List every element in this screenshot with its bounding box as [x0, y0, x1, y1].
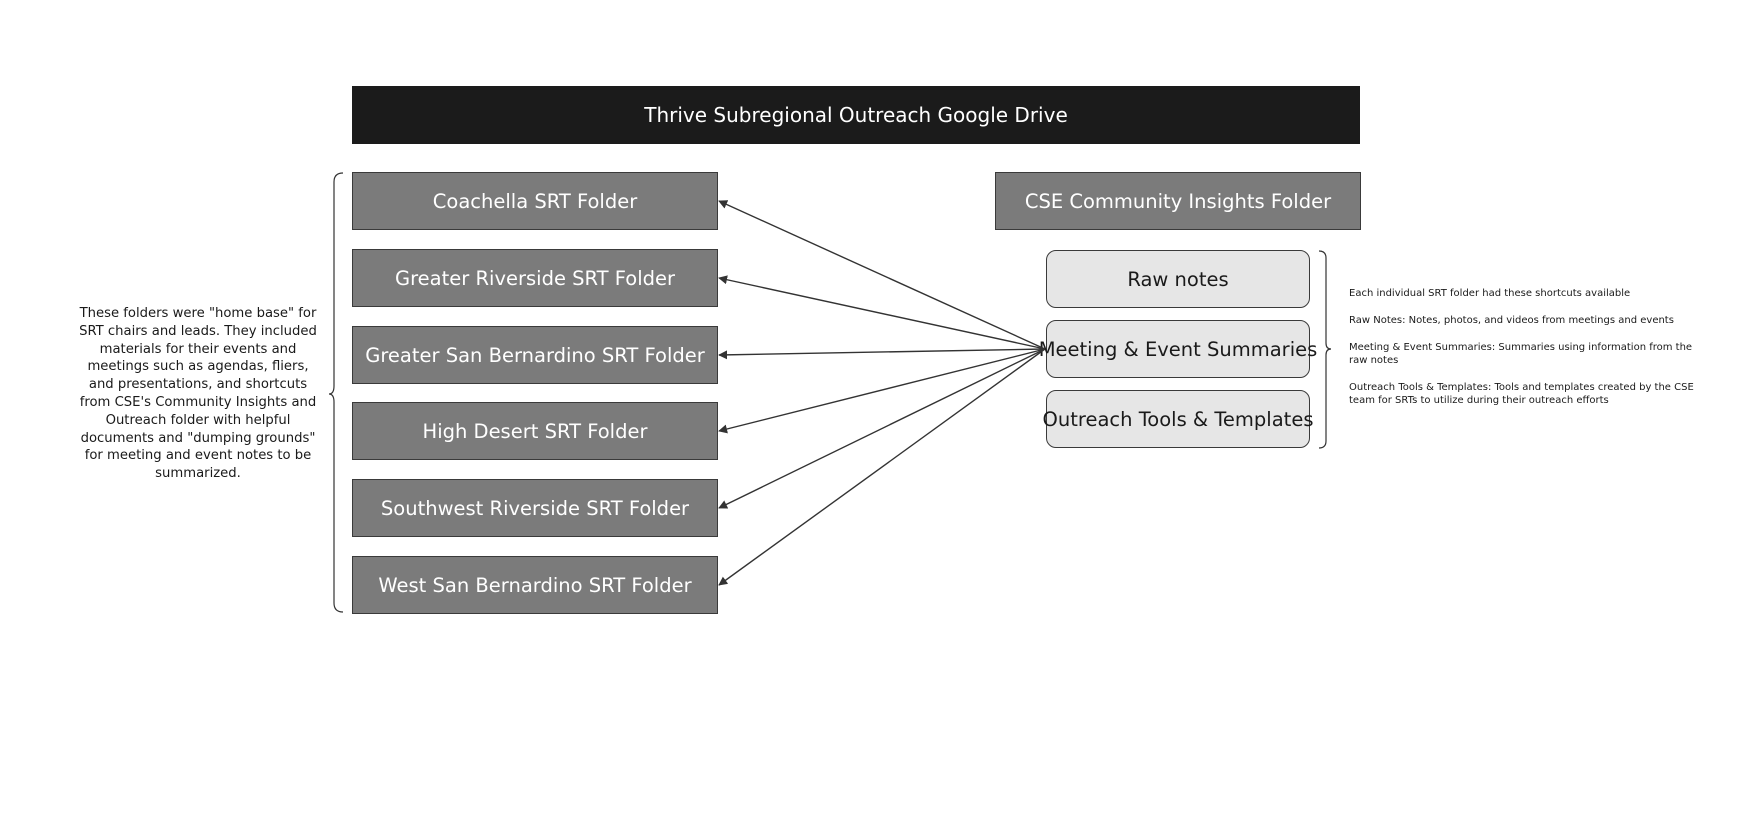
- folder-southwest-riverside[interactable]: Southwest Riverside SRT Folder: [352, 479, 718, 537]
- shortcuts-brace: [1318, 250, 1332, 449]
- shortcut-raw-notes[interactable]: Raw notes: [1046, 250, 1310, 308]
- drive-title: Thrive Subregional Outreach Google Drive: [352, 86, 1360, 144]
- arrow-to-southwest-riverside: [718, 348, 1046, 509]
- shortcuts-description: Each individual SRT folder had these sho…: [1349, 287, 1694, 421]
- arrow-to-greater-riverside: [718, 275, 1046, 350]
- folder-greater-san-bernardino[interactable]: Greater San Bernardino SRT Folder: [352, 326, 718, 384]
- folder-west-san-bernardino[interactable]: West San Bernardino SRT Folder: [352, 556, 718, 614]
- srt-folders-description: These folders were "home base" for SRT c…: [79, 306, 317, 482]
- folder-high-desert[interactable]: High Desert SRT Folder: [352, 402, 718, 460]
- folder-coachella[interactable]: Coachella SRT Folder: [352, 172, 718, 230]
- folder-cse-community-insights[interactable]: CSE Community Insights Folder: [995, 172, 1361, 230]
- shortcuts-note-raw-notes: Raw Notes: Notes, photos, and videos fro…: [1349, 315, 1674, 326]
- shortcuts-note-intro: Each individual SRT folder had these sho…: [1349, 288, 1631, 299]
- arrow-to-greater-san-bernardino: [718, 348, 1046, 360]
- shortcut-outreach-tools-templates[interactable]: Outreach Tools & Templates: [1043, 390, 1313, 448]
- arrow-to-high-desert: [718, 348, 1046, 434]
- arrow-to-west-san-bernardino: [718, 348, 1046, 586]
- shortcuts-note-summaries: Meeting & Event Summaries: Summaries usi…: [1349, 342, 1693, 366]
- srt-folders-brace: [328, 172, 344, 613]
- shortcut-meeting-event-summaries[interactable]: Meeting & Event Summaries: [1039, 320, 1317, 378]
- folder-greater-riverside[interactable]: Greater Riverside SRT Folder: [352, 249, 718, 307]
- shortcuts-note-tools: Outreach Tools & Templates: Tools and te…: [1349, 382, 1694, 406]
